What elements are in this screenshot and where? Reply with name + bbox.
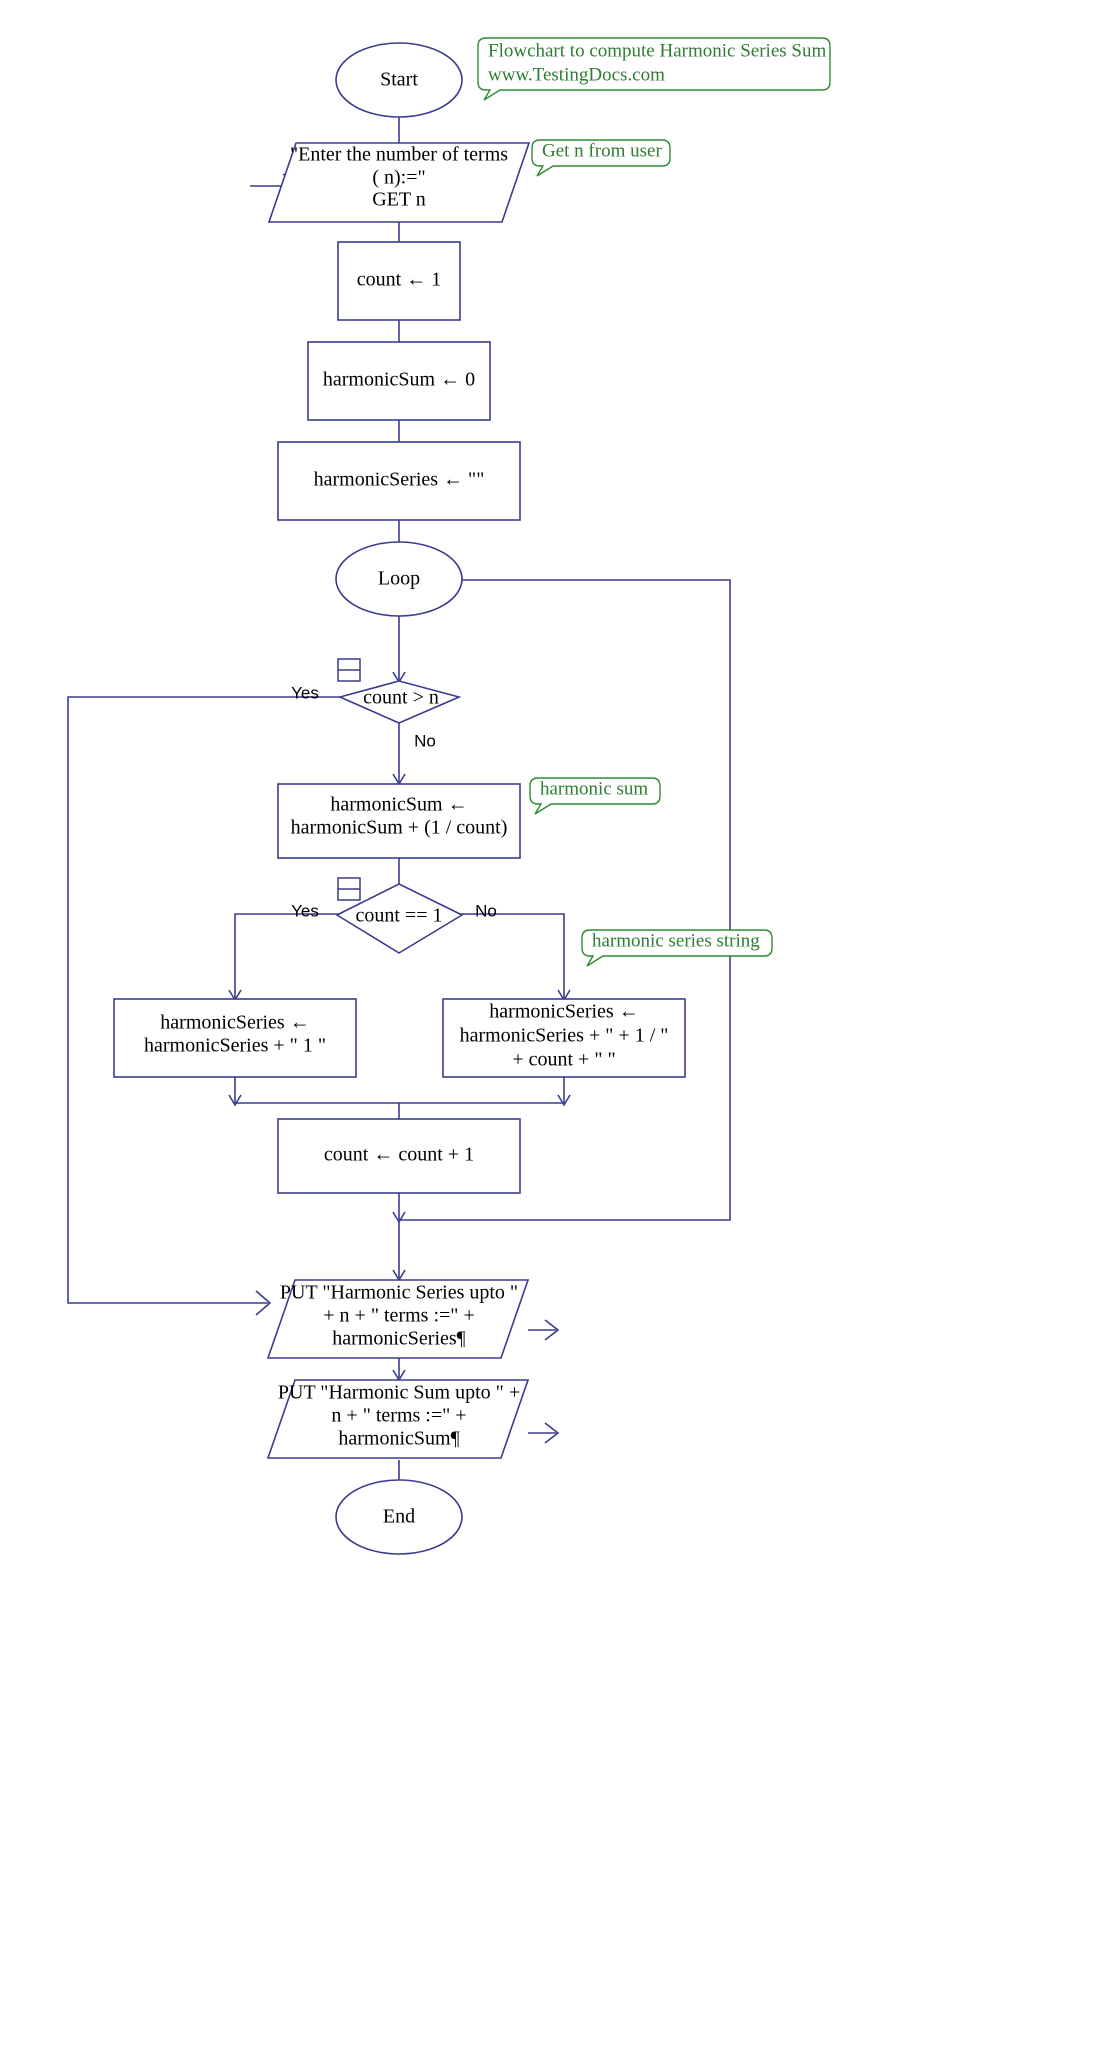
node-sum-init[interactable]: harmonicSum ← 0 [307,341,491,421]
note-get-n[interactable]: Get n from user [531,139,671,177]
branch-label-gt-yes: Yes [291,683,319,702]
node-input-n-line-3: GET n [372,189,426,211]
node-count-init[interactable]: count ← 1 [337,241,461,321]
note-title[interactable]: Flowchart to compute Harmonic Series Sum… [477,37,831,101]
note-harmonic-series[interactable]: harmonic series string [581,929,773,967]
node-decision-count-gt-n-label: count > n [363,687,439,709]
branch-label-gt-no: No [414,731,436,750]
node-loop-label: Loop [378,568,420,590]
node-end-label: End [383,1506,415,1528]
node-decision-count-gt-n[interactable]: count > n [337,680,462,724]
node-input-n-line-1: "Enter the number of terms [290,144,508,166]
node-count-init-label: count ← 1 [357,269,441,291]
node-print-series[interactable]: PUT "Harmonic Series upto " + n + " term… [266,1279,530,1359]
node-print-sum[interactable]: PUT "Harmonic Sum upto " + n + " terms :… [266,1379,530,1459]
node-series-next[interactable]: harmonicSeries ← harmonicSeries + " + 1 … [442,998,686,1078]
node-series-first-line-2: harmonicSeries + " 1 " [144,1035,326,1057]
node-series-init[interactable]: harmonicSeries ← "" [277,441,521,521]
node-series-next-line-2: harmonicSeries + " + 1 / " [460,1025,669,1047]
decision-marker-1-icon [337,658,361,682]
node-count-inc[interactable]: count ← count + 1 [277,1118,521,1194]
node-series-first-line-1: harmonicSeries ← [160,1012,309,1034]
node-update-sum-line-1: harmonicSum ← [330,794,467,816]
node-series-first[interactable]: harmonicSeries ← harmonicSeries + " 1 " [113,998,357,1078]
node-print-sum-line-2: n + " terms :=" + [331,1405,466,1427]
node-series-next-line-3: + count + " " [512,1049,615,1071]
branch-label-eq-no: No [475,901,497,920]
note-harmonic-sum-text: harmonic sum [540,778,648,799]
node-series-init-label: harmonicSeries ← "" [314,469,485,491]
node-print-series-line-1: PUT "Harmonic Series upto " [280,1282,518,1304]
node-input-n-line-2: ( n):=" [372,167,425,189]
node-print-series-line-3: harmonicSeries¶ [332,1328,465,1350]
node-count-inc-label: count ← count + 1 [324,1144,474,1166]
node-print-sum-line-3: harmonicSum¶ [338,1428,459,1450]
node-decision-count-eq-1[interactable]: count == 1 [335,883,464,954]
note-get-n-text: Get n from user [542,140,662,161]
node-update-sum[interactable]: harmonicSum ← harmonicSum + (1 / count) [277,783,521,859]
note-title-line-2: www.TestingDocs.com [488,64,665,85]
node-series-next-line-1: harmonicSeries ← [489,1001,638,1023]
node-input-n[interactable]: "Enter the number of terms ( n):=" GET n [267,142,531,223]
note-harmonic-series-text: harmonic series string [592,930,760,951]
node-print-series-line-2: + n + " terms :=" + [323,1305,474,1327]
node-start-label: Start [380,69,418,91]
note-harmonic-sum[interactable]: harmonic sum [529,777,661,815]
node-sum-init-label: harmonicSum ← 0 [323,369,475,391]
node-decision-count-eq-1-label: count == 1 [356,905,443,927]
node-print-sum-line-1: PUT "Harmonic Sum upto " + [278,1382,520,1404]
node-start[interactable]: Start [335,42,463,118]
node-end[interactable]: End [335,1479,463,1555]
decision-marker-2-icon [337,877,361,901]
node-update-sum-line-2: harmonicSum + (1 / count) [291,817,508,839]
branch-label-eq-yes: Yes [291,901,319,920]
note-title-line-1: Flowchart to compute Harmonic Series Sum [488,40,826,61]
node-loop[interactable]: Loop [335,541,463,617]
